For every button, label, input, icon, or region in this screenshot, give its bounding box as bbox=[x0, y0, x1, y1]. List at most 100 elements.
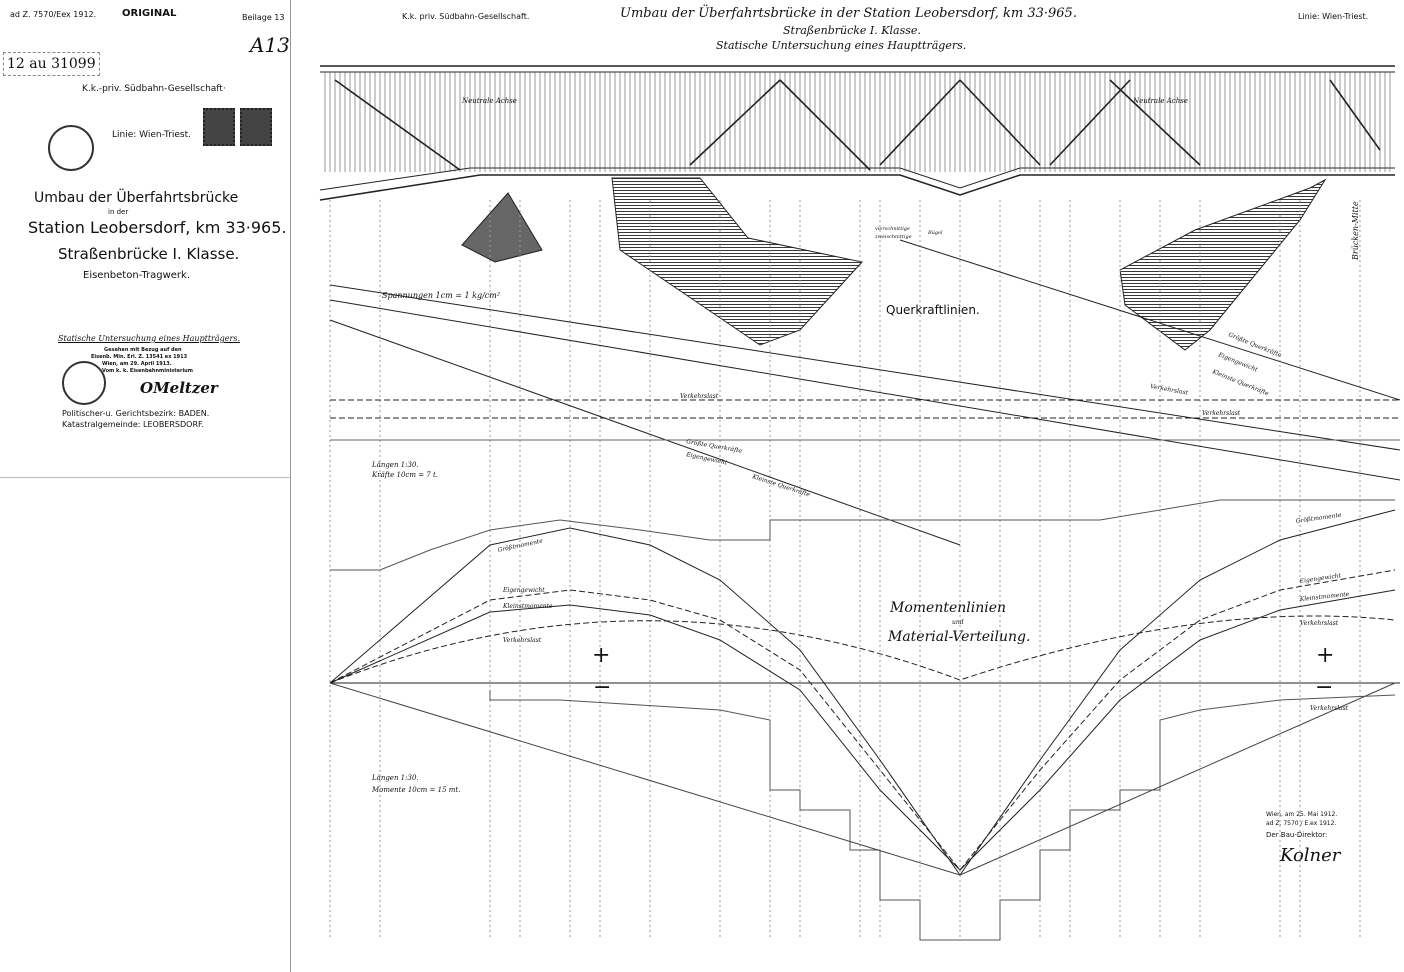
approval-line: Gesehen mit Bezug auf den bbox=[104, 347, 182, 353]
revenue-stamp-icon bbox=[240, 108, 272, 146]
approval-title: Statische Untersuchung eines Hauptträger… bbox=[58, 334, 240, 343]
header-company: K.k. priv. Südbahn-Gesellschaft. bbox=[402, 12, 530, 21]
shear-line bbox=[899, 239, 1401, 401]
minus-sign: − bbox=[1315, 675, 1333, 700]
material-distribution-top bbox=[330, 499, 1395, 571]
shear-label: Größte Querkräfte bbox=[1227, 331, 1283, 359]
moment-label: Kleinstmomente bbox=[502, 603, 553, 610]
project-type: Eisenbeton-Tragwerk. bbox=[83, 270, 191, 281]
shear-scale: Kräfte 10cm = 7 t. bbox=[371, 471, 438, 479]
line-name: Linie: Wien-Triest. bbox=[112, 130, 192, 140]
moment-scale: Längen 1:30. bbox=[371, 774, 419, 782]
plus-sign: + bbox=[1316, 643, 1334, 668]
moment-label: Verkehrslast bbox=[503, 637, 542, 644]
project-title: Umbau der Überfahrtsbrücke bbox=[34, 190, 239, 206]
header-line: Linie: Wien-Triest. bbox=[1298, 12, 1369, 21]
moment-label: Größtmomente bbox=[1295, 512, 1342, 525]
drawing-labels: Neutrale Achse Neutrale Achse vierschnit… bbox=[371, 97, 1360, 794]
drawing-subtitle-2: Statische Untersuchung eines Hauptträger… bbox=[716, 39, 967, 52]
live-load-line bbox=[329, 615, 1396, 684]
attachment-mark: A13 bbox=[250, 33, 290, 57]
moment-label: Verkehrslast bbox=[1310, 705, 1349, 712]
cadastral-community: Katastralgemeinde: LEOBERSDORF. bbox=[62, 420, 204, 429]
bent-up-bar bbox=[1329, 79, 1381, 151]
shear-line bbox=[329, 319, 961, 546]
shear-label: Kleinste Querkräfte bbox=[750, 473, 811, 499]
shear-label: Eigengewicht bbox=[1216, 351, 1259, 374]
stress-scale: Spannungen 1cm = 1 kg/cm² bbox=[382, 291, 500, 300]
director-signature: Kolner bbox=[1280, 845, 1341, 866]
bent-up-bar bbox=[689, 79, 781, 166]
moment-title-2: Material-Verteilung. bbox=[887, 629, 1030, 645]
stirrup-label: vierschnittige bbox=[875, 226, 910, 232]
moment-label: Eigengewicht bbox=[502, 587, 545, 594]
material-distribution-bottom bbox=[489, 690, 1396, 941]
stress-area bbox=[1119, 178, 1327, 351]
director-label: Der Bau-Direktor: bbox=[1266, 831, 1328, 839]
main-girder-elevation bbox=[319, 65, 1395, 201]
bridge-mid-label: Brücken-Mitte bbox=[1351, 201, 1360, 261]
minus-sign: − bbox=[593, 675, 611, 700]
fold-line bbox=[290, 0, 291, 972]
approval-line: Vom k. k. Eisenbahnministerium bbox=[102, 368, 193, 374]
project-station: Station Leobersdorf, km 33·965. bbox=[28, 218, 287, 237]
stirrup-label: Bügel bbox=[927, 230, 943, 236]
archive-number: 12 au 31099 bbox=[3, 52, 100, 77]
drawing-subtitle: Straßenbrücke I. Klasse. bbox=[783, 24, 921, 37]
max-moment-line bbox=[329, 509, 1396, 876]
shear-line bbox=[329, 299, 1401, 481]
project-title-in: in der bbox=[108, 208, 129, 216]
stress-area bbox=[461, 192, 543, 263]
bent-up-bar bbox=[779, 79, 871, 171]
approval-line: Eisenb. Min. Erl. Z. 13541 ex 1913 bbox=[91, 354, 188, 360]
bent-up-bar bbox=[334, 79, 461, 171]
bent-up-bar bbox=[879, 79, 961, 166]
girder-bottom-edge bbox=[319, 174, 1395, 201]
moment-label: Verkehrslast bbox=[1300, 620, 1339, 627]
bent-up-bar bbox=[1049, 79, 1131, 166]
plus-sign: + bbox=[592, 643, 610, 668]
title-block: ad Z. 7570/Eex 1912. ORIGINAL Beilage 13… bbox=[0, 0, 290, 972]
approval-line: Wien, am 29. April 1913. bbox=[102, 361, 172, 367]
district: Politischer-u. Gerichtsbezirk: BADEN. bbox=[62, 409, 210, 418]
shear-label: Eigengewicht bbox=[685, 451, 729, 467]
sign-date: Wien, am 25. Mai 1912. bbox=[1266, 811, 1338, 818]
attachment-label: Beilage 13 bbox=[242, 13, 285, 22]
shear-scale: Längen 1:30. bbox=[371, 461, 419, 469]
moment-lines bbox=[329, 499, 1400, 941]
moment-scale: Momente 10cm = 15 mt. bbox=[371, 786, 460, 794]
ministry-seal-icon bbox=[62, 361, 106, 405]
drawing-title: Umbau der Überfahrtsbrücke in der Statio… bbox=[620, 6, 1077, 21]
fold-line bbox=[0, 477, 290, 478]
original-label: ORIGINAL bbox=[122, 8, 177, 19]
shear-title: Querkraftlinien. bbox=[886, 303, 980, 317]
moment-title-und: und bbox=[952, 619, 964, 626]
moment-line bbox=[329, 682, 961, 876]
shear-label: Verkehrslast bbox=[680, 393, 719, 400]
shear-label: Kleinste Querkräfte bbox=[1210, 368, 1270, 398]
bent-up-bar bbox=[959, 79, 1041, 166]
moment-label: Kleinstmomente bbox=[1298, 591, 1349, 603]
neutral-axis-label: Neutrale Achse bbox=[461, 97, 517, 105]
company-seal-icon bbox=[48, 125, 94, 171]
company-name: K.k.-priv. Südbahn-Gesellschaft· bbox=[82, 84, 226, 94]
ministry-signature: OMeltzer bbox=[140, 379, 218, 397]
revenue-stamp-icon bbox=[203, 108, 235, 146]
neutral-axis-label: Neutrale Achse bbox=[1132, 97, 1188, 105]
moment-line bbox=[959, 682, 1396, 876]
sign-ref: ad Z. 7570 / E.ex 1912. bbox=[1266, 820, 1337, 827]
shear-label: Verkehrslast bbox=[1202, 410, 1241, 417]
shear-line bbox=[329, 284, 1401, 451]
stress-area bbox=[611, 177, 863, 346]
min-moment-line bbox=[329, 589, 1396, 871]
shear-label: Verkehrslast bbox=[1150, 383, 1189, 397]
shear-force-lines bbox=[329, 239, 1401, 546]
stirrup-label: zweischnittige bbox=[874, 234, 912, 240]
moment-label: Eigengewicht bbox=[1298, 572, 1342, 585]
moment-title: Momentenlinien bbox=[889, 600, 1006, 616]
stress-diagrams bbox=[461, 177, 1327, 351]
reference-number: ad Z. 7570/Eex 1912. bbox=[10, 10, 97, 19]
bent-up-bar bbox=[1109, 79, 1201, 166]
girder-bottom-edge bbox=[319, 167, 1395, 191]
